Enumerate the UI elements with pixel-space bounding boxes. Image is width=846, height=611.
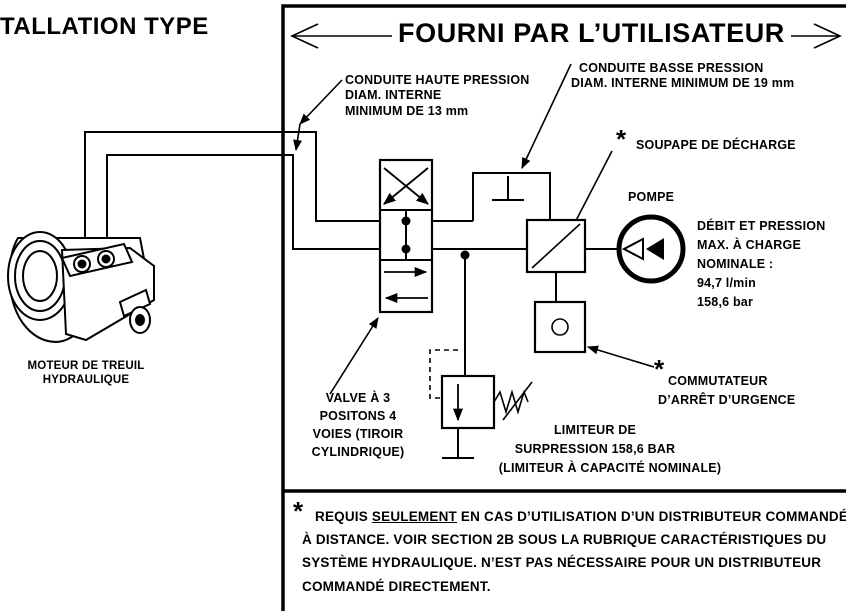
high-pressure-line-3: MINIMUM DE 13 mm: [345, 103, 469, 118]
low-pressure-label: CONDUITE BASSE PRESSION DIAM. INTERNE MI…: [571, 61, 794, 92]
footnote-line-1-end: EN CAS D’UTILISATION D’UN DISTRIBUTEUR C…: [456, 509, 846, 524]
pump-spec-line-3: NOMINALE :: [697, 257, 774, 271]
emergency-switch-symbol: [533, 300, 587, 354]
footnote-asterisk: *: [293, 496, 304, 526]
switch-label: COMMUTATEUR D’ARRÊT D’URGENCE: [658, 372, 795, 411]
pump-spec-line-4: 94,7 l/min: [697, 276, 756, 290]
limiter-line-2: SURPRESSION 158,6 BAR: [514, 441, 676, 456]
pump-spec-line-1: DÉBIT ET PRESSION: [697, 219, 826, 233]
footnote-line-3: SYSTÈME HYDRAULIQUE. N’EST PAS NÉCESSAIR…: [302, 555, 822, 571]
pump-spec-label: DÉBIT ET PRESSION MAX. À CHARGE NOMINALE…: [697, 217, 825, 312]
relief-valve-asterisk: *: [616, 124, 627, 154]
motor-line-2: HYDRAULIQUE: [42, 374, 130, 387]
directional-valve-symbol: [378, 158, 434, 314]
pressure-limiter-symbol: [429, 250, 533, 430]
valve-line-2: POSITONS 4: [319, 409, 397, 424]
valve-line-4: CYLINDRIQUE): [311, 445, 405, 460]
footnote-emphasis: SEULEMENT: [371, 509, 457, 524]
footnote-line-2: À DISTANCE. VOIR SECTION 2B SOUS LA RUBR…: [302, 532, 827, 548]
pump-spec-line-5: 158,6 bar: [697, 295, 754, 309]
limiter-line-3: (LIMITEUR À CAPACITÉ NOMINALE): [498, 460, 722, 475]
limiter-line-1: LIMITEUR DE: [553, 423, 637, 437]
switch-line-1: COMMUTATEUR: [668, 374, 768, 388]
low-pressure-line-2: DIAM. INTERNE MINIMUM DE 19 mm: [571, 76, 795, 91]
high-pressure-label: CONDUITE HAUTE PRESSION DIAM. INTERNE MI…: [345, 73, 529, 119]
footnote-line-4: COMMANDÉ DIRECTEMENT.: [302, 578, 491, 594]
switch-asterisk: *: [654, 354, 665, 384]
pump-spec-line-2: MAX. À CHARGE: [697, 238, 801, 252]
footnote-text: REQUIS SEULEMENT EN CAS D’UTILISATION D’…: [302, 505, 846, 598]
pump-label: POMPE: [628, 190, 675, 204]
high-pressure-line-2: DIAM. INTERNE: [345, 88, 442, 103]
limiter-label: LIMITEUR DE SURPRESSION 158,6 BAR (LIMIT…: [480, 421, 740, 477]
page-heading: TALLATION TYPE: [0, 13, 209, 40]
valve-line-1: VALVE À 3: [325, 391, 391, 405]
high-pressure-line-1: CONDUITE HAUTE PRESSION: [345, 73, 530, 87]
valve-label: VALVE À 3 POSITONS 4 VOIES (TIROIR CYLIN…: [308, 389, 408, 462]
motor-label: MOTEUR DE TREUIL HYDRAULIQUE: [6, 359, 166, 387]
tank-symbols: [442, 176, 524, 459]
pump-symbol: [585, 214, 686, 284]
valve-line-3: VOIES (TIROIR: [312, 427, 404, 442]
footnote-line-1-start: REQUIS: [315, 509, 372, 524]
low-pressure-line-1: CONDUITE BASSE PRESSION: [579, 61, 764, 75]
user-supplied-frame: [281, 4, 846, 611]
banner-title: FOURNI PAR L’UTILISATEUR: [392, 17, 791, 50]
relief-valve-symbol: [525, 218, 587, 302]
motor-line-1: MOTEUR DE TREUIL: [27, 360, 145, 372]
footnote-line-1: REQUIS SEULEMENT EN CAS D’UTILISATION D’…: [315, 505, 846, 528]
switch-line-2: D’ARRÊT D’URGENCE: [658, 393, 796, 408]
winch-motor-illustration: [7, 231, 155, 343]
relief-valve-label: SOUPAPE DE DÉCHARGE: [636, 138, 796, 152]
